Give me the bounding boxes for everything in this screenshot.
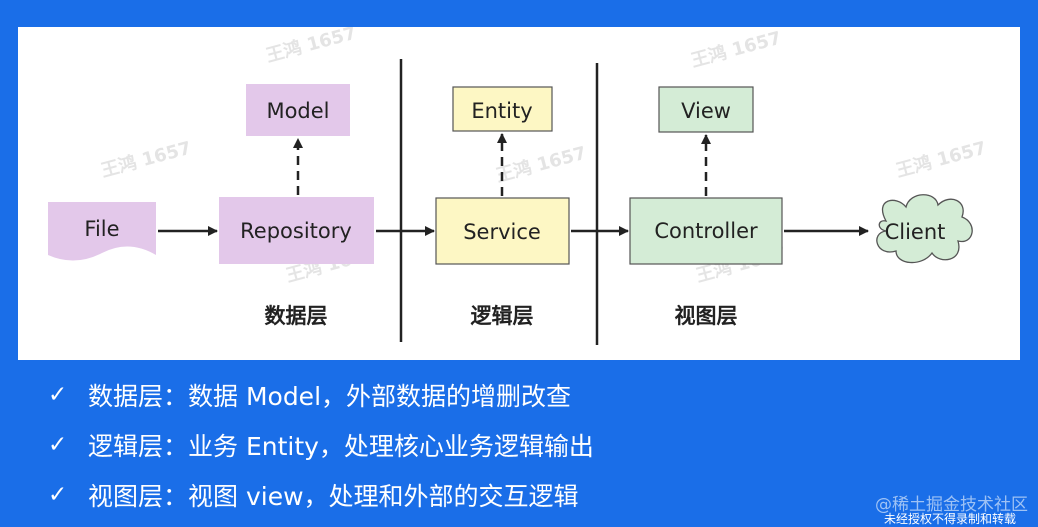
service-node: Service: [435, 197, 570, 265]
note-text: 数据层：数据 Model，外部数据的增删改查: [88, 382, 572, 411]
view-node: View: [658, 86, 754, 133]
architecture-diagram: 王鸿 1657 王鸿 1657 王鸿 1657 王鸿 1657 王鸿 1657 …: [48, 27, 989, 345]
model-node: Model: [246, 84, 350, 136]
layer-label-view: 视图层: [675, 304, 738, 328]
repository-node: Repository: [219, 197, 374, 264]
notes-list: ✓ 数据层：数据 Model，外部数据的增删改查 ✓ 逻辑层：业务 Entity…: [48, 370, 848, 520]
note-text: 视图层：视图 view，处理和外部的交互逻辑: [88, 482, 579, 511]
layer-label-data: 数据层: [265, 304, 328, 328]
check-icon: ✓: [48, 482, 68, 508]
entity-label: Entity: [471, 99, 532, 123]
diagram-panel: 王鸿 1657 王鸿 1657 王鸿 1657 王鸿 1657 王鸿 1657 …: [18, 27, 1020, 360]
client-label: Client: [885, 220, 946, 244]
controller-label: Controller: [654, 219, 758, 243]
site-watermark: @稀土掘金技术社区: [875, 495, 1028, 515]
entity-node: Entity: [452, 86, 553, 132]
file-node: File: [48, 202, 156, 261]
repository-label: Repository: [240, 219, 352, 243]
layer-label-logic: 逻辑层: [471, 304, 534, 328]
check-icon: ✓: [48, 432, 68, 458]
list-item: ✓ 视图层：视图 view，处理和外部的交互逻辑: [48, 470, 848, 520]
watermark: 王鸿 1657: [894, 137, 989, 182]
controller-node: Controller: [629, 197, 783, 265]
note-text: 逻辑层：业务 Entity，处理核心业务逻辑输出: [88, 432, 594, 461]
check-icon: ✓: [48, 382, 68, 408]
model-label: Model: [266, 99, 329, 123]
client-node: Client: [876, 194, 973, 264]
site-watermark-secondary: 未经授权不得录制和转载: [883, 512, 1016, 526]
service-label: Service: [463, 220, 541, 244]
watermark: 王鸿 1657: [99, 137, 194, 182]
watermark: 王鸿 1657: [689, 27, 784, 72]
view-label: View: [681, 99, 731, 123]
file-label: File: [84, 217, 119, 241]
watermark: 王鸿 1657: [494, 142, 589, 187]
list-item: ✓ 数据层：数据 Model，外部数据的增删改查: [48, 370, 848, 420]
watermark: 王鸿 1657: [264, 27, 359, 67]
list-item: ✓ 逻辑层：业务 Entity，处理核心业务逻辑输出: [48, 420, 848, 470]
